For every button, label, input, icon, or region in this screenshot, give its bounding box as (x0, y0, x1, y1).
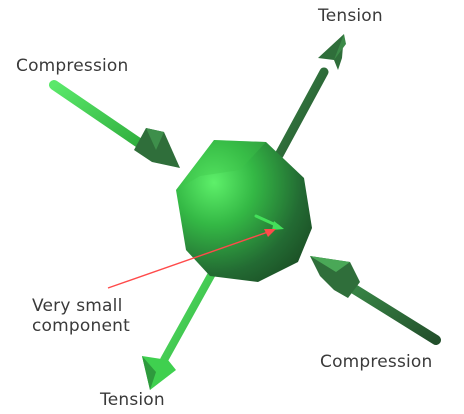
label-very-small-component: Very small component (32, 296, 130, 336)
tension-arrow-bottom (142, 270, 214, 390)
label-very-small-line2: component (32, 316, 130, 336)
label-tension-top: Tension (318, 6, 383, 26)
label-tension-bottom: Tension (100, 390, 165, 410)
central-node (176, 140, 312, 282)
label-compression-bottom: Compression (320, 352, 433, 372)
label-very-small-line1: Very small (32, 296, 130, 316)
compression-arrow-bottom (310, 256, 436, 340)
compression-arrow-top (54, 85, 180, 168)
label-compression-top: Compression (16, 56, 129, 76)
tension-arrow-top (279, 34, 346, 155)
